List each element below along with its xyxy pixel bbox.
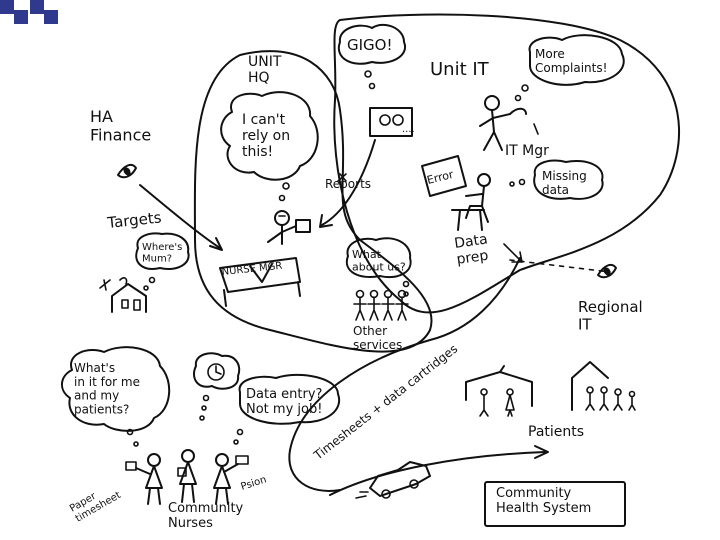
arrow-head	[534, 445, 549, 459]
regional-link	[509, 259, 611, 273]
community-nurses-figures	[125, 449, 249, 505]
corner-squares	[0, 0, 58, 24]
clock-bubble	[193, 352, 241, 421]
arrow-head	[209, 237, 223, 251]
paper-timesheet-icon	[125, 461, 137, 471]
timesheets-label: Timesheets + data cartridges	[310, 342, 460, 463]
eye-icon	[117, 163, 137, 179]
clipboard-icon	[295, 219, 311, 233]
monitor-icon: ....	[369, 107, 415, 137]
gigo-bubble: GIGO!	[337, 23, 407, 90]
sticker-icon	[249, 263, 273, 283]
data-entry-text: Data entry?Not my job!	[246, 387, 322, 417]
corner-square	[14, 10, 28, 24]
reports-arrow	[321, 139, 376, 226]
error-text: Error	[426, 168, 456, 187]
house-icon	[99, 277, 147, 313]
clock-icon	[207, 363, 225, 381]
eye-icon	[597, 263, 617, 279]
data-prep-figure: Error	[421, 155, 523, 263]
nurse-manager-figure	[219, 173, 347, 307]
psion-device-icon	[235, 455, 249, 465]
route-curve	[288, 257, 521, 492]
paper-timesheet-label: Papertimesheet	[68, 480, 123, 525]
patient-house-icon	[465, 365, 533, 417]
other-services-figures	[353, 289, 409, 321]
corner-square	[30, 0, 44, 14]
star-icon	[99, 279, 111, 291]
car-icon	[355, 461, 431, 499]
screen-ellipsis: ....	[402, 124, 415, 135]
cross-mark	[337, 173, 347, 182]
corner-square	[44, 10, 58, 24]
moon-icon	[119, 277, 128, 285]
reports-label: Reports	[325, 177, 371, 191]
data-entry-bubble: Data entry?Not my job!	[233, 373, 341, 445]
data-prep-label: Dataprep	[453, 231, 491, 267]
unit-it-label: Unit IT	[430, 59, 490, 80]
laptop-icon	[421, 155, 467, 197]
arrow-head	[319, 214, 333, 228]
patient-house-icon	[571, 361, 636, 411]
community-health-system-box	[484, 481, 626, 527]
it-manager-figure	[479, 95, 539, 151]
it-mgr-label: IT Mgr	[505, 143, 549, 159]
patients-label: Patients	[528, 424, 584, 440]
targets-arrow	[139, 184, 221, 249]
unit-hq-boundary	[193, 50, 433, 353]
gigo-text: GIGO!	[347, 36, 393, 54]
targets-label: Targets	[106, 208, 163, 232]
corner-square	[0, 0, 14, 14]
psion-label: Psion	[240, 474, 268, 493]
